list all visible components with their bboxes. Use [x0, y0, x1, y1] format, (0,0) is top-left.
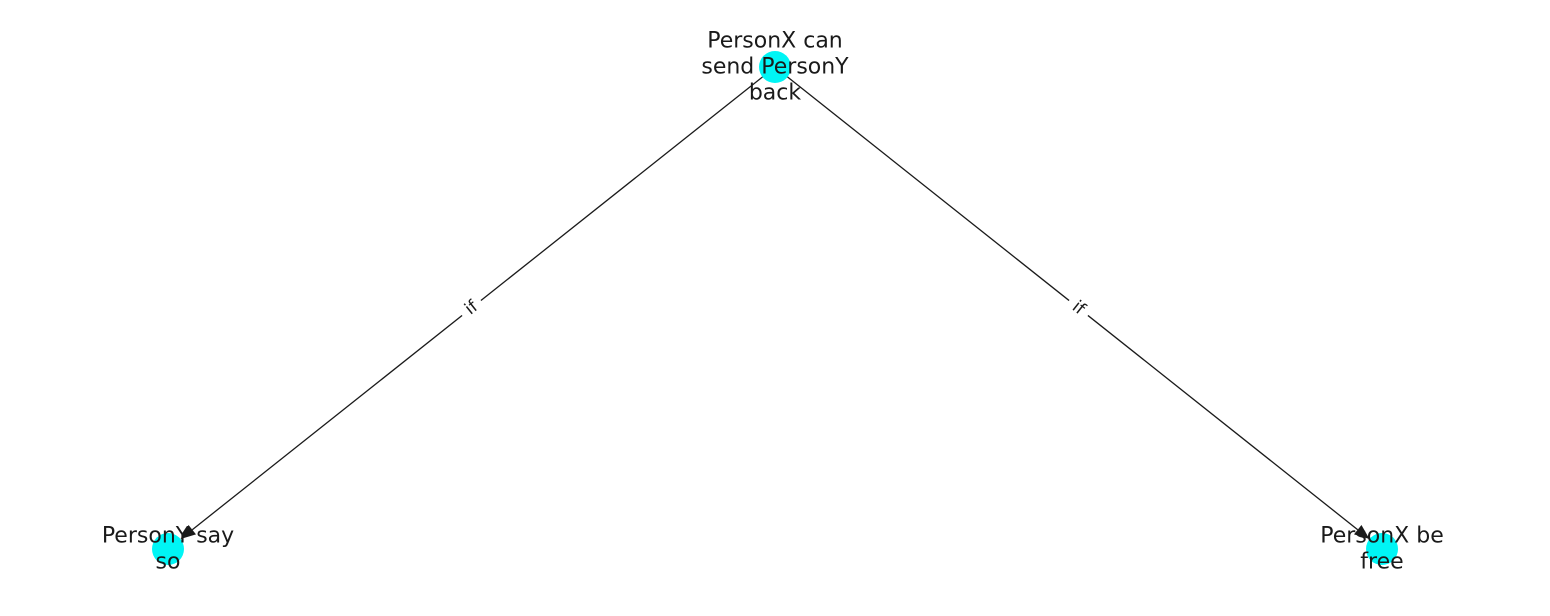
arrow-head-icon — [180, 525, 197, 540]
node-n2-circle — [1366, 533, 1398, 565]
edges-layer: if if — [180, 66, 1370, 540]
node-label-line: PersonX can — [707, 29, 843, 54]
node-n0-circle — [759, 51, 791, 83]
edge-label-background — [455, 291, 488, 325]
nodes-layer — [152, 51, 1398, 565]
node-label-line: send PersonY — [701, 55, 849, 80]
edge-line — [774, 66, 1359, 531]
edge-label-background — [1062, 291, 1095, 325]
edge-n0-n2: if — [774, 66, 1370, 540]
edge-n0-n1: if — [180, 66, 776, 540]
node-label-line: so — [156, 550, 181, 575]
node-label-line: free — [1360, 550, 1403, 575]
node-label-line: PersonX be — [1320, 524, 1444, 549]
arrow-head-icon — [1353, 525, 1370, 540]
edge-label: if — [1062, 291, 1095, 325]
edge-line — [191, 66, 776, 531]
node-label-line: PersonY say — [102, 524, 234, 549]
node-n1-circle — [152, 533, 184, 565]
edge-label: if — [455, 291, 488, 325]
node-label-line: back — [749, 81, 802, 106]
